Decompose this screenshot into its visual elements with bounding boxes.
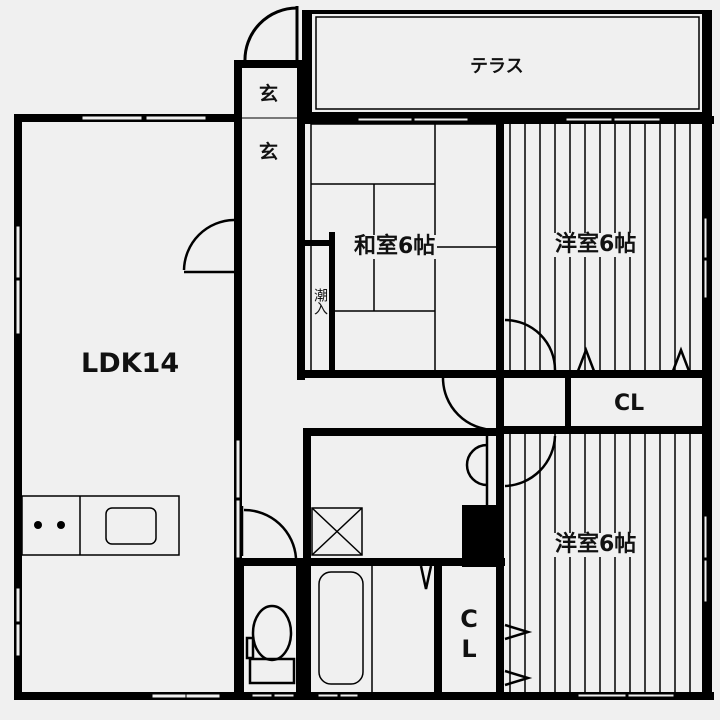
label-entrance-upper: 玄 — [259, 83, 279, 105]
windows — [15, 115, 708, 699]
washer-space-icon — [311, 507, 363, 556]
tatami-lines — [310, 123, 498, 372]
label-closet-east: CL — [614, 391, 645, 416]
stove-burners-icon — [34, 521, 65, 529]
label-ldk: LDK14 — [81, 348, 180, 379]
terrace — [302, 10, 709, 118]
kitchen-counter — [21, 495, 180, 556]
flooring-lines-south — [509, 434, 691, 692]
label-closet-south: CL — [455, 605, 483, 665]
label-oshiire: 潮入 — [312, 288, 328, 314]
label-entrance-lower: 玄 — [259, 141, 279, 163]
label-youshitsu-north: 洋室6帖 — [553, 232, 639, 257]
bathtub-icon — [318, 566, 373, 692]
doors — [182, 218, 691, 692]
toilet-icon — [245, 604, 296, 685]
label-washitsu: 和室6帖 — [352, 234, 438, 259]
label-terrace: テラス — [470, 56, 524, 77]
entrance-door — [243, 6, 299, 63]
label-youshitsu-south: 洋室6帖 — [553, 532, 639, 557]
